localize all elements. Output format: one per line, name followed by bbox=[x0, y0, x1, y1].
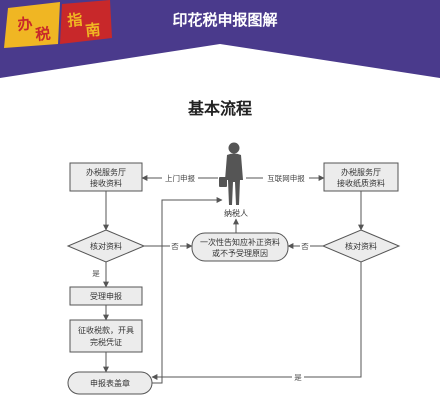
banner-title: 印花税申报图解 bbox=[172, 11, 277, 29]
right-check-label: 核对资料 bbox=[345, 241, 377, 251]
edge-right-yes-label: 是 bbox=[294, 373, 302, 382]
tag-yellow bbox=[4, 2, 60, 48]
header-banner: 办 税 指 南 印花税申报图解 bbox=[0, 0, 440, 78]
edge-stamp-taxpayer bbox=[152, 197, 223, 384]
stamp-label: 申报表盖章 bbox=[90, 378, 130, 388]
collect-line2: 完税凭证 bbox=[90, 337, 122, 347]
taxpayer-label: 纳税人 bbox=[224, 208, 248, 218]
edge-left-no-bg bbox=[170, 240, 180, 251]
edge-left-yes-label: 是 bbox=[92, 269, 100, 278]
edge-online-label-bg bbox=[263, 172, 309, 184]
edge-right-no-bg bbox=[300, 240, 310, 251]
left-intake-box bbox=[69, 162, 143, 192]
left-intake-line2: 接收资料 bbox=[90, 178, 122, 188]
section-title: 基本流程 bbox=[187, 99, 252, 118]
accept-label: 受理申报 bbox=[90, 291, 122, 301]
tag-char-nan: 南 bbox=[85, 21, 102, 40]
notify-line1: 一次性告知应补正资料 bbox=[200, 237, 280, 247]
edge-onsite-label-bg bbox=[162, 172, 198, 184]
edge-right-no-label: 否 bbox=[301, 242, 309, 251]
left-intake-line1: 办税服务厅 bbox=[86, 167, 126, 177]
left-check-label: 核对资料 bbox=[90, 241, 122, 251]
tag-char-zhi: 指 bbox=[67, 11, 84, 30]
right-intake-line2: 接收纸质资料 bbox=[337, 178, 385, 188]
edge-right-yes bbox=[151, 262, 362, 380]
tag-char-shui: 税 bbox=[35, 25, 52, 44]
edge-right-yes-bg bbox=[292, 371, 304, 382]
notify-line2: 或不予受理原因 bbox=[212, 248, 268, 258]
collect-box bbox=[69, 319, 143, 353]
taxpayer-figure-icon bbox=[219, 142, 243, 205]
edge-online-label: 互联网申报 bbox=[267, 173, 305, 183]
collect-line1: 征收税款，开具 bbox=[78, 325, 134, 335]
edge-left-no-label: 否 bbox=[171, 242, 179, 251]
right-intake-line1: 办税服务厅 bbox=[341, 167, 381, 177]
edge-onsite-label: 上门申报 bbox=[165, 173, 195, 183]
tag-char-ban: 办 bbox=[17, 15, 34, 34]
tag-red bbox=[60, 0, 112, 44]
